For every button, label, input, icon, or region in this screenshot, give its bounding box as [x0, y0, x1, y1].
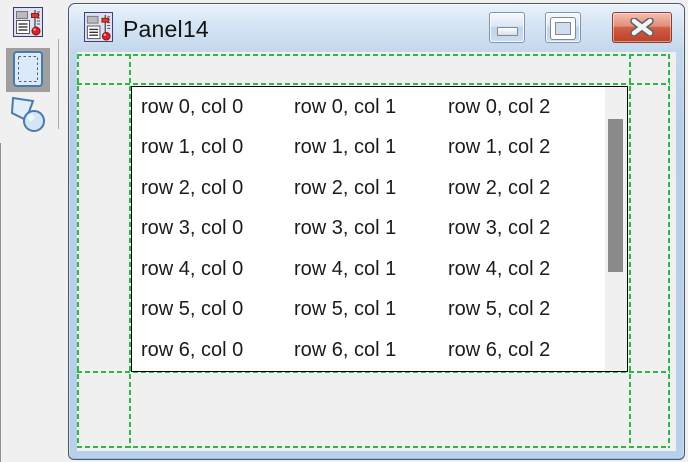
table-cell: row 1, col 0 — [141, 136, 244, 159]
sizer-guide-right — [668, 54, 670, 448]
table-cell: row 6, col 2 — [448, 338, 551, 361]
title-bar[interactable]: Panel14 — [69, 4, 684, 52]
panel-tool-button[interactable] — [6, 48, 50, 92]
panel-icon — [13, 50, 43, 90]
table-cell: row 3, col 2 — [448, 217, 551, 240]
table-cell: row 3, col 0 — [141, 217, 244, 240]
form-slider-icon — [84, 11, 113, 43]
sizer-guide-top — [77, 54, 670, 56]
table-cell: row 1, col 1 — [294, 136, 397, 159]
shapes-tool-button[interactable] — [10, 95, 47, 135]
table-cell: row 3, col 1 — [294, 217, 397, 240]
toolbox-sidebar — [0, 0, 66, 462]
maximize-icon — [551, 18, 575, 39]
form-slider-icon — [13, 6, 43, 40]
panel-edge-line — [0, 143, 1, 462]
close-button[interactable] — [612, 12, 672, 43]
table-cell: row 4, col 1 — [294, 257, 397, 280]
table-cell: row 5, col 2 — [448, 298, 551, 321]
vertical-scrollbar[interactable] — [605, 87, 627, 371]
shapes-icon — [10, 94, 47, 137]
table-cell: row 1, col 2 — [448, 136, 551, 159]
table-cell: row 5, col 1 — [294, 298, 397, 321]
sizer-guide-col1 — [129, 54, 131, 448]
toolbox-edge-line — [58, 39, 59, 129]
scrolled-window: row 0, col 0 row 0, col 1 row 0, col 2 row … — [131, 86, 628, 372]
minimize-icon — [496, 26, 518, 36]
sizer-guide-row2 — [77, 371, 670, 373]
table-cell: row 2, col 1 — [294, 176, 397, 199]
table-cell: row 2, col 0 — [141, 176, 244, 199]
table-cell: row 6, col 0 — [141, 338, 244, 361]
table-cell: row 2, col 2 — [448, 176, 551, 199]
table-cell: row 4, col 2 — [448, 257, 551, 280]
close-x-icon — [629, 17, 655, 39]
table-cell: row 0, col 0 — [141, 95, 244, 118]
table-cell: row 0, col 1 — [294, 95, 397, 118]
sizer-guide-col2 — [629, 54, 631, 448]
label-grid: row 0, col 0 row 0, col 1 row 0, col 2 row … — [132, 87, 605, 371]
minimize-button[interactable] — [489, 12, 525, 43]
sizer-guide-bottom — [77, 446, 670, 448]
table-cell: row 5, col 0 — [141, 298, 244, 321]
form-slider-tool-button[interactable] — [13, 6, 43, 40]
sizer-guide-left — [77, 54, 79, 448]
window-title: Panel14 — [123, 16, 209, 42]
maximize-button[interactable] — [545, 12, 581, 43]
scrollbar-thumb[interactable] — [608, 119, 623, 272]
table-cell: row 0, col 2 — [448, 95, 551, 118]
sizer-guide-row1 — [77, 83, 670, 85]
table-cell: row 4, col 0 — [141, 257, 244, 280]
table-cell: row 6, col 1 — [294, 338, 397, 361]
panel-client-area: row 0, col 0 row 0, col 1 row 0, col 2 row … — [77, 52, 676, 451]
